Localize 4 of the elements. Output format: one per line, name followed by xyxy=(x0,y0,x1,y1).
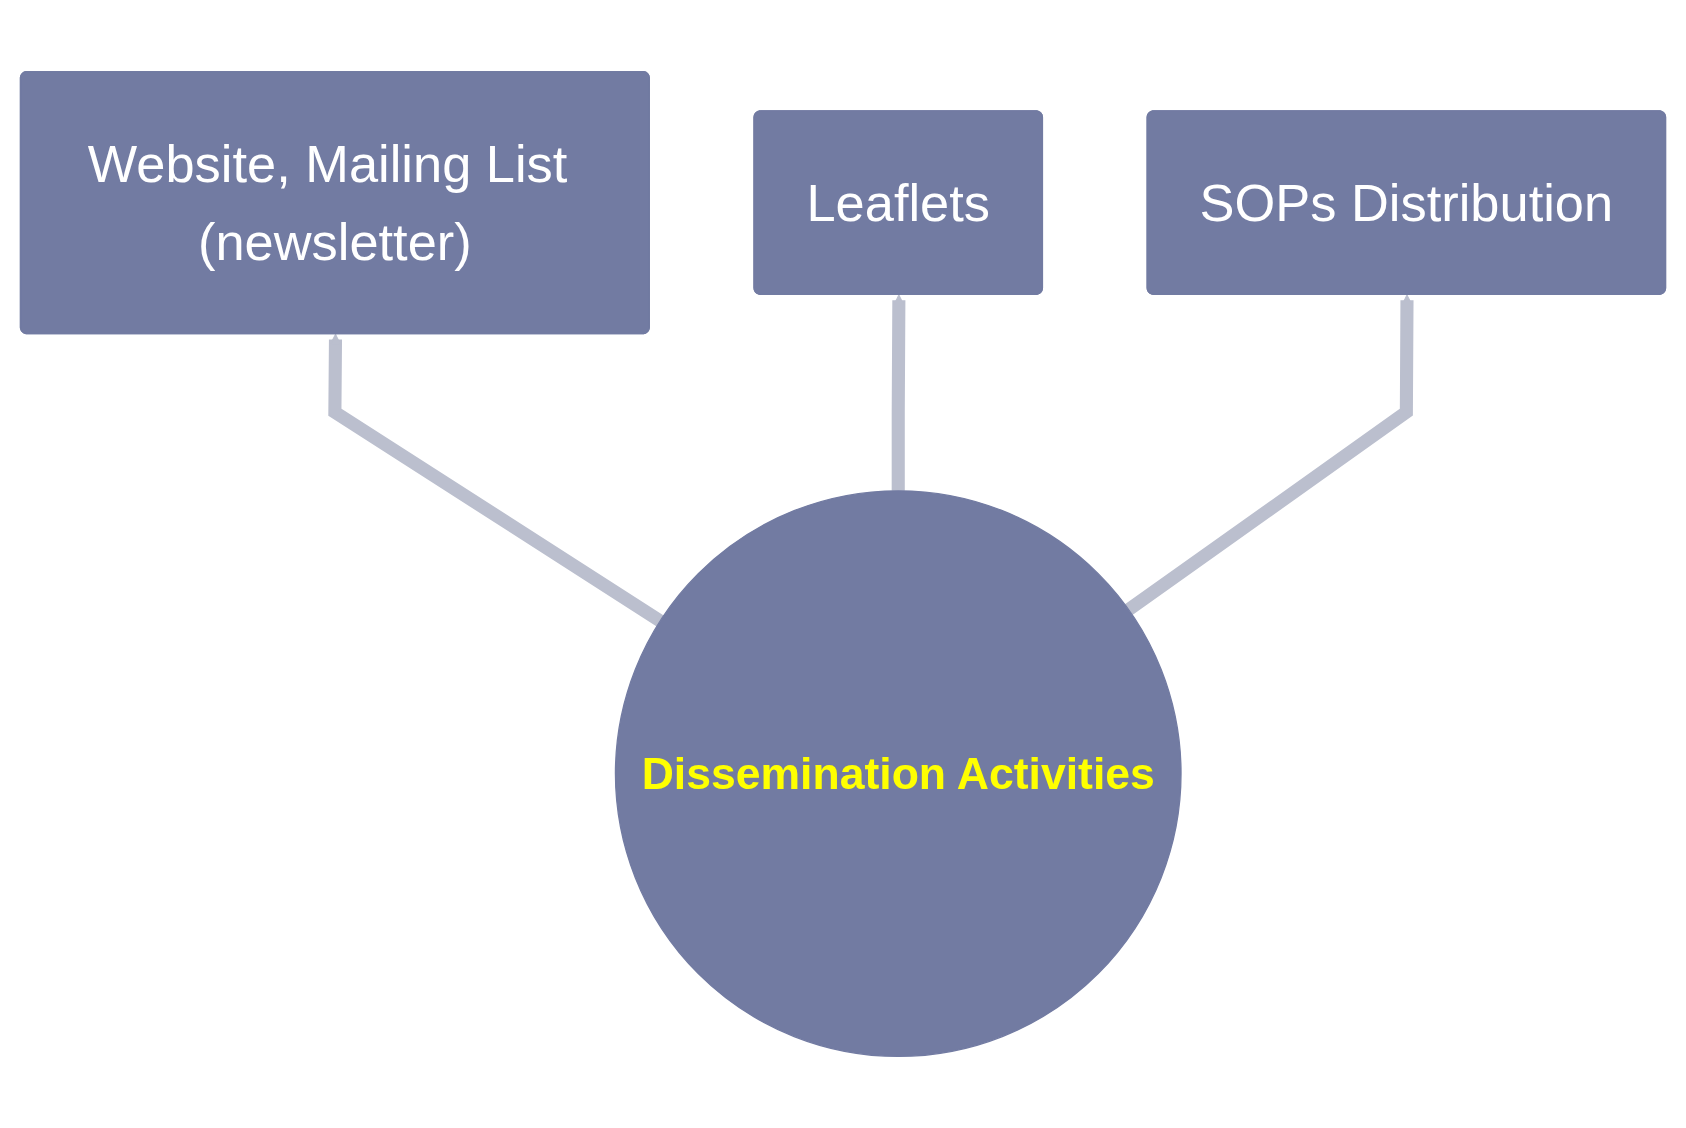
arrow xyxy=(1124,294,1414,616)
arrow xyxy=(328,333,664,627)
arrow xyxy=(891,294,906,491)
node-circle: Dissemination Activities xyxy=(614,490,1182,1058)
